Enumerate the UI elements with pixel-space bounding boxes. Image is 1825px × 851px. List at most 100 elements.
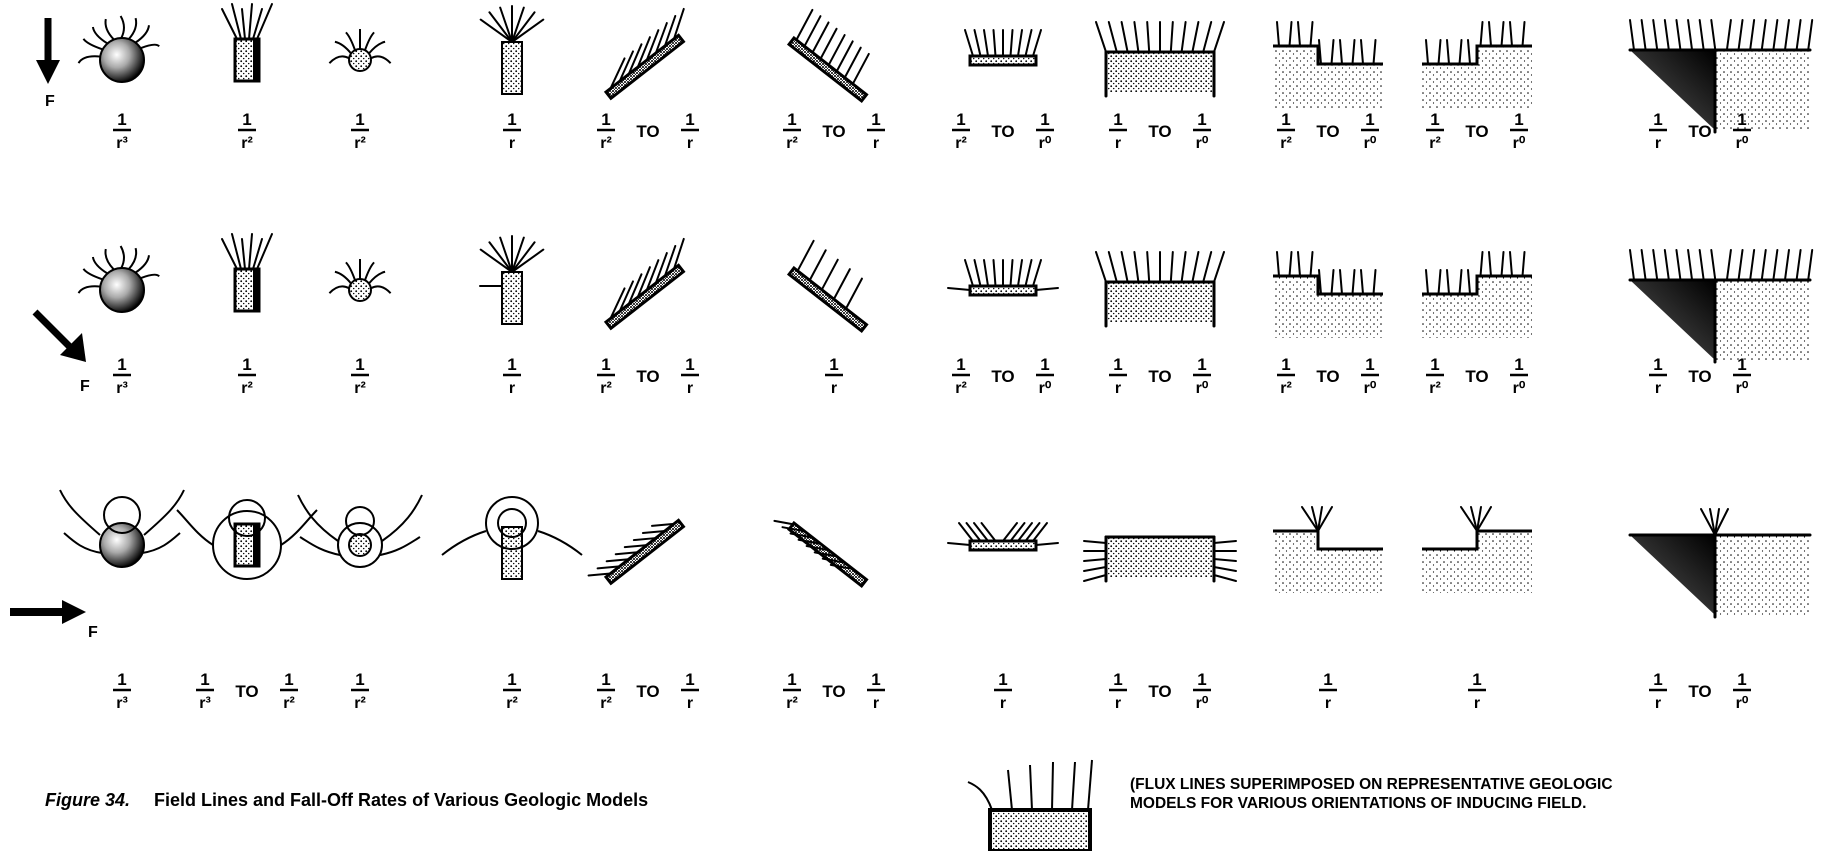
fraction-numerator: 1 — [787, 110, 796, 129]
model-dike: 1r² — [442, 497, 582, 712]
fraction-denominator: r² — [354, 695, 366, 712]
fraction-numerator: 1 — [871, 110, 880, 129]
fraction-numerator: 1 — [685, 110, 694, 129]
fraction-numerator: 1 — [1113, 355, 1122, 374]
fraction-denominator: r⁰ — [1736, 135, 1749, 152]
falloff-label: 1r³ — [113, 670, 131, 712]
fraction-numerator: 1 — [1281, 110, 1290, 129]
falloff-label: 1r — [1468, 670, 1486, 712]
model-contact: 1rTO1r⁰ — [1630, 250, 1812, 397]
falloff-label: 1r² — [351, 355, 369, 397]
fraction-numerator: 1 — [956, 355, 965, 374]
fraction-numerator: 1 — [1430, 355, 1439, 374]
figure-label: Figure 34. — [45, 790, 130, 810]
model-small-sphere: 1r² — [329, 259, 390, 397]
falloff-label: 1r — [503, 110, 521, 152]
model-row-horizontal: 1r³1r³TO1r²1r²1r²1r²TO1r1r²TO1r1r1rTO1r⁰… — [60, 490, 1810, 712]
falloff-label: 1r³ — [113, 110, 131, 152]
fraction-numerator: 1 — [601, 110, 610, 129]
fraction-numerator: 1 — [829, 355, 838, 374]
falloff-label: 1r² — [503, 670, 521, 712]
model-small-sphere: 1r² — [329, 29, 390, 152]
fraction-numerator: 1 — [117, 110, 126, 129]
fraction-denominator: r — [1115, 135, 1121, 152]
figure-note: (FLUX LINES SUPERIMPOSED ON REPRESENTATI… — [1130, 775, 1613, 813]
fraction-denominator: r — [1655, 695, 1661, 712]
model-thin-sheet: 1r — [948, 523, 1058, 712]
model-dike: 1r — [481, 6, 544, 152]
fraction-denominator: r — [687, 695, 693, 712]
fraction-numerator: 1 — [1113, 110, 1122, 129]
falloff-label: 1r²TO1r — [783, 670, 885, 712]
fraction-denominator: r⁰ — [1364, 380, 1377, 397]
fraction-numerator: 1 — [242, 110, 251, 129]
falloff-label: 1r² — [351, 110, 369, 152]
fraction-numerator: 1 — [1737, 670, 1746, 689]
model-cylinder: 1r² — [222, 234, 272, 397]
model-sphere: 1r³ — [79, 16, 160, 152]
field-label-f: F — [45, 93, 55, 110]
fraction-denominator: r² — [786, 695, 798, 712]
note-line-2: MODELS FOR VARIOUS ORIENTATIONS OF INDUC… — [1130, 794, 1613, 813]
figure-title: Field Lines and Fall-Off Rates of Variou… — [154, 790, 648, 810]
fraction-denominator: r⁰ — [1513, 135, 1526, 152]
note-line-1: (FLUX LINES SUPERIMPOSED ON REPRESENTATI… — [1130, 775, 1613, 794]
fraction-denominator: r⁰ — [1513, 380, 1526, 397]
fraction-numerator: 1 — [507, 670, 516, 689]
fraction-denominator: r² — [600, 380, 612, 397]
to-word: TO — [1148, 682, 1171, 701]
fraction-numerator: 1 — [507, 355, 516, 374]
fraction-numerator: 1 — [1040, 110, 1049, 129]
fraction-denominator: r — [873, 695, 879, 712]
fraction-denominator: r² — [600, 695, 612, 712]
fraction-numerator: 1 — [1737, 110, 1746, 129]
field-arrow-inclined: F — [35, 312, 90, 395]
fraction-denominator: r³ — [116, 380, 128, 397]
to-word: TO — [991, 367, 1014, 386]
falloff-label: 1rTO1r⁰ — [1649, 670, 1751, 712]
fraction-denominator: r⁰ — [1039, 380, 1052, 397]
fraction-numerator: 1 — [507, 110, 516, 129]
fraction-denominator: r⁰ — [1364, 135, 1377, 152]
model-step-down: 1r — [1273, 507, 1383, 712]
fraction-numerator: 1 — [1514, 110, 1523, 129]
falloff-label: 1r² — [238, 355, 256, 397]
fraction-denominator: r — [1325, 695, 1331, 712]
falloff-label: 1r²TO1r⁰ — [1277, 355, 1379, 397]
fraction-denominator: r² — [1429, 380, 1441, 397]
fraction-numerator: 1 — [355, 355, 364, 374]
falloff-label: 1r² — [351, 670, 369, 712]
to-word: TO — [822, 682, 845, 701]
fraction-denominator: r — [831, 380, 837, 397]
to-word: TO — [822, 122, 845, 141]
model-dipping-dike-reverse: 1r — [789, 241, 866, 397]
fraction-numerator: 1 — [242, 355, 251, 374]
fraction-numerator: 1 — [1040, 355, 1049, 374]
model-dike: 1r — [480, 236, 543, 397]
to-word: TO — [1465, 367, 1488, 386]
to-word: TO — [1316, 122, 1339, 141]
fraction-denominator: r — [1655, 380, 1661, 397]
fraction-denominator: r — [687, 135, 693, 152]
fraction-denominator: r² — [283, 695, 295, 712]
model-small-sphere: 1r² — [298, 495, 422, 712]
falloff-label: 1r³ — [113, 355, 131, 397]
fraction-denominator: r⁰ — [1196, 380, 1209, 397]
falloff-label: 1r — [825, 355, 843, 397]
